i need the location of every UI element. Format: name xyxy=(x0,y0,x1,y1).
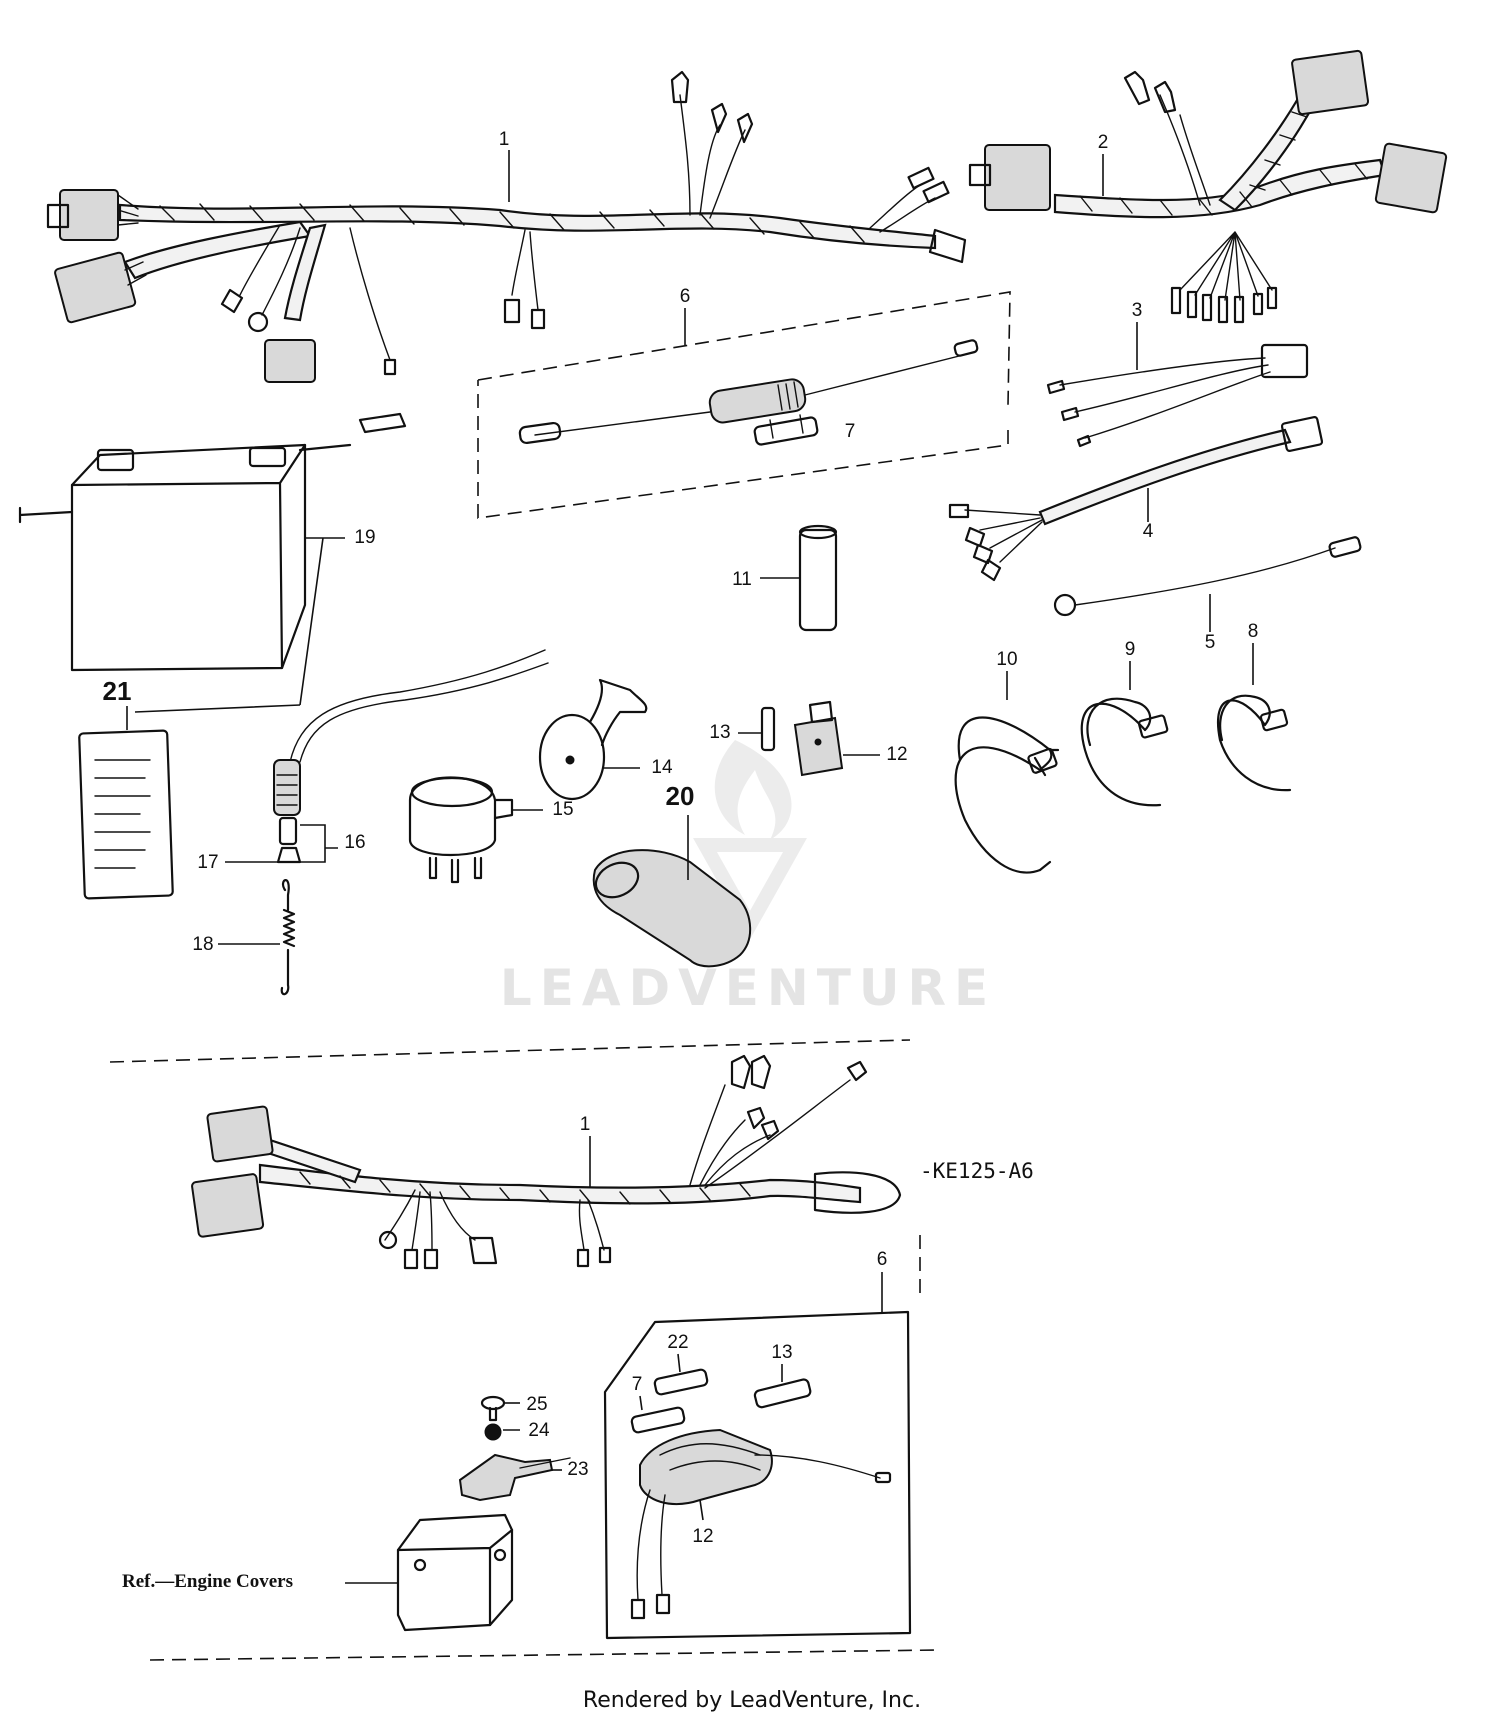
label-13-top: 13 xyxy=(709,722,730,743)
label-7-bottom: 7 xyxy=(632,1374,643,1395)
part-24-washer: 24 xyxy=(484,1420,550,1441)
engine-cover-reference: Ref.—Engine Covers xyxy=(122,1513,514,1632)
label-5: 5 xyxy=(1205,632,1216,653)
label-10: 10 xyxy=(996,649,1017,670)
label-17: 17 xyxy=(197,852,218,873)
part-3-lead-wire-set: 3 xyxy=(1046,300,1309,448)
part-8-band-small: 8 xyxy=(1217,621,1292,792)
part-17-plug-terminal: 17 xyxy=(197,846,302,873)
label-11: 11 xyxy=(732,569,752,590)
part-6-fuse-box-assembly-bottom: 6 xyxy=(603,1235,921,1640)
part-12-fuse-box-top: 12 xyxy=(793,700,908,777)
reference-note-engine-covers: Ref.—Engine Covers xyxy=(122,1571,293,1592)
label-1-bottom: 1 xyxy=(580,1114,591,1135)
label-20: 20 xyxy=(666,781,695,811)
part-13-fuse-bottom: 13 xyxy=(753,1342,812,1409)
part-1-main-wiring-harness-top: 1 xyxy=(46,70,967,383)
label-7-top: 7 xyxy=(845,421,856,442)
label-1-top: 1 xyxy=(499,129,510,150)
label-13-bottom: 13 xyxy=(771,1342,792,1363)
label-9: 9 xyxy=(1125,639,1136,660)
part-25-screw: 25 xyxy=(480,1394,548,1422)
part-23-bracket: 23 xyxy=(458,1453,589,1502)
label-21: 21 xyxy=(103,676,132,706)
label-18: 18 xyxy=(192,934,213,955)
label-22: 22 xyxy=(667,1332,688,1353)
watermark-text: LEADVENTURE xyxy=(500,959,996,1017)
part-10-band-large: 10 xyxy=(954,649,1060,874)
part-12-fuse-box-bottom: 12 xyxy=(630,1428,892,1620)
label-16: 16 xyxy=(344,832,365,853)
part-13-fuse-small-top: 13 xyxy=(709,706,776,752)
part-22-fuse: 22 xyxy=(653,1332,709,1396)
label-4: 4 xyxy=(1143,521,1154,542)
label-12-bottom: 12 xyxy=(692,1526,713,1547)
part-7-fuse-bottom: 7 xyxy=(630,1374,686,1434)
label-12-top: 12 xyxy=(886,744,907,765)
watermark: LEADVENTURE xyxy=(500,740,996,1017)
part-9-band-medium: 9 xyxy=(1080,639,1169,807)
section-divider-bottom xyxy=(149,1649,941,1661)
label-6-top: 6 xyxy=(680,286,691,307)
label-14: 14 xyxy=(651,757,673,778)
label-8: 8 xyxy=(1248,621,1259,642)
part-21-caution-label: 21 xyxy=(78,676,301,900)
section-divider-top xyxy=(109,1039,911,1063)
label-3: 3 xyxy=(1132,300,1143,321)
part-4-sub-harness-lead: 4 xyxy=(948,416,1324,582)
part-14-horn: 14 xyxy=(538,678,673,801)
label-25: 25 xyxy=(526,1394,547,1415)
part-18-spring: 18 xyxy=(192,879,296,996)
part-7-fuse-top: 7 xyxy=(753,414,856,446)
label-19: 19 xyxy=(354,527,375,548)
part-5-ground-lead: 5 xyxy=(1053,536,1362,653)
label-6-bottom: 6 xyxy=(877,1249,888,1270)
label-15: 15 xyxy=(552,799,573,820)
label-23: 23 xyxy=(567,1459,588,1480)
part-20-rubber-cover: 20 xyxy=(592,781,752,968)
part-2-sub-wiring-harness: 2 xyxy=(968,49,1448,324)
part-6-fuse-holder-assembly-top: 6 xyxy=(477,286,1011,519)
label-2: 2 xyxy=(1098,132,1109,153)
part-15-relay: 15 xyxy=(408,776,574,884)
part-16-ignition-lead: 16 xyxy=(273,649,549,863)
label-24: 24 xyxy=(528,1420,550,1441)
part-19-battery: 19 xyxy=(18,412,407,706)
part-11-tube: 11 xyxy=(732,524,838,632)
part-1-main-wiring-harness-bottom: 1 xyxy=(191,1054,902,1270)
diagram-code: -KE125-A6 xyxy=(920,1159,1034,1183)
footer-credit: Rendered by LeadVenture, Inc. xyxy=(583,1688,921,1713)
